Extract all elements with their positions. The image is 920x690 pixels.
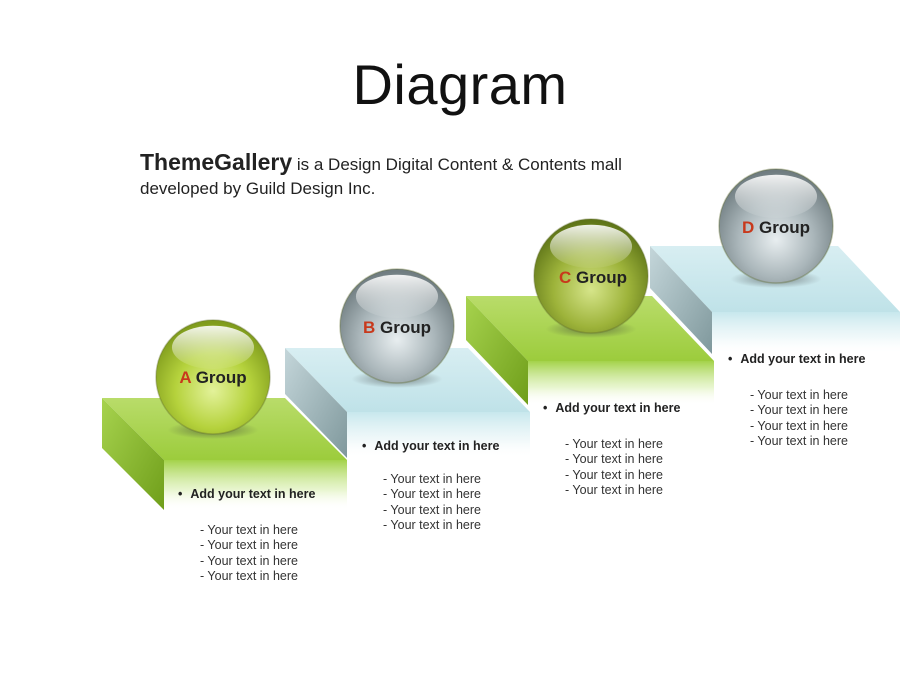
- group-letter: C: [559, 268, 572, 287]
- group-d-ball: [718, 168, 834, 288]
- list-item: Your text in here: [565, 468, 663, 483]
- group-word: Group: [754, 218, 810, 237]
- list-item: Your text in here: [565, 452, 663, 467]
- step-side-face: [466, 296, 528, 405]
- group-word: Group: [375, 318, 431, 337]
- group-letter: B: [363, 318, 376, 337]
- step-a: [102, 398, 347, 510]
- group-b-ball: [339, 268, 455, 388]
- intro-brand: ThemeGallery: [140, 149, 293, 175]
- list-item: Your text in here: [200, 569, 298, 584]
- group-d-label: D Group: [742, 218, 810, 238]
- ball-highlight: [171, 325, 255, 370]
- list-item: Your text in here: [383, 518, 481, 533]
- intro-text: ThemeGallery is a Design Digital Content…: [140, 150, 660, 201]
- group-letter: D: [742, 218, 755, 237]
- group-word: Group: [571, 268, 627, 287]
- group-c-label: C Group: [559, 268, 627, 288]
- intro-body: is a Design Digital Content & Contents m…: [140, 155, 622, 198]
- ball-highlight: [549, 224, 633, 269]
- step-heading: Add your text in here: [178, 487, 315, 501]
- ball-highlight: [355, 274, 439, 319]
- step-items: Your text in hereYour text in hereYour t…: [565, 437, 663, 498]
- step-side-face: [102, 398, 164, 510]
- list-item: Your text in here: [750, 434, 848, 449]
- group-a-label: A Group: [179, 368, 246, 388]
- step-items: Your text in hereYour text in hereYour t…: [200, 523, 298, 584]
- step-items: Your text in hereYour text in hereYour t…: [750, 388, 848, 449]
- step-front-face: [528, 361, 714, 405]
- group-c-ball: [533, 218, 649, 338]
- step-side-face: [650, 246, 712, 354]
- group-b-label: B Group: [363, 318, 431, 338]
- list-item: Your text in here: [383, 503, 481, 518]
- list-item: Your text in here: [750, 419, 848, 434]
- group-a-ball: [155, 319, 271, 439]
- list-item: Your text in here: [750, 403, 848, 418]
- group-word: Group: [190, 368, 247, 387]
- step-heading: Add your text in here: [362, 439, 499, 453]
- step-c: [466, 296, 714, 405]
- list-item: Your text in here: [565, 483, 663, 498]
- step-side-face: [285, 348, 347, 458]
- list-item: Your text in here: [200, 523, 298, 538]
- step-heading: Add your text in here: [543, 401, 680, 415]
- list-item: Your text in here: [383, 472, 481, 487]
- list-item: Your text in here: [383, 487, 481, 502]
- page-title: Diagram: [352, 53, 568, 116]
- list-item: Your text in here: [200, 554, 298, 569]
- group-letter: A: [179, 368, 191, 387]
- list-item: Your text in here: [750, 388, 848, 403]
- step-items: Your text in hereYour text in hereYour t…: [383, 472, 481, 533]
- list-item: Your text in here: [565, 437, 663, 452]
- ball-highlight: [734, 174, 818, 219]
- list-item: Your text in here: [200, 538, 298, 553]
- step-front-face: [712, 312, 900, 354]
- step-front-face: [164, 460, 347, 510]
- step-heading: Add your text in here: [728, 352, 865, 366]
